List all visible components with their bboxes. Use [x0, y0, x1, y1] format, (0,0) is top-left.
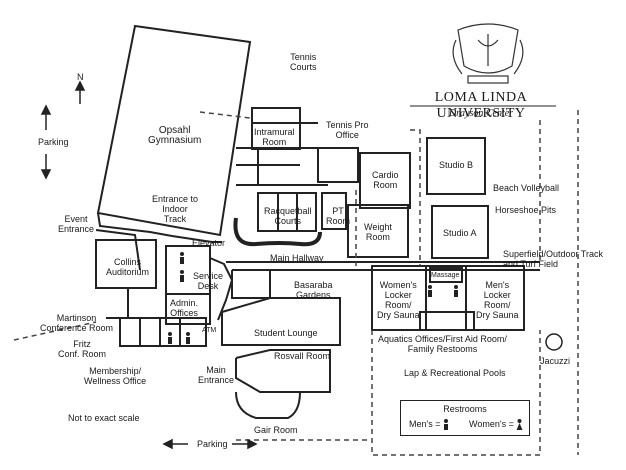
label-womens-locker: Women's Locker Room/ Dry Sauna [377, 280, 420, 320]
label-pt-room: PT Room [326, 206, 351, 226]
label-tennis-courts: Tennis Courts [290, 52, 317, 72]
center-name: Drayson Center [448, 108, 514, 119]
label-gair-room: Gair Room [254, 425, 298, 435]
label-studio-a: Studio A [443, 228, 477, 238]
legend-men: Men's = [409, 419, 449, 431]
label-intramural-room: Intramural Room [254, 127, 295, 147]
label-massage: Massage [431, 272, 460, 279]
label-weight-room: Weight Room [364, 222, 392, 242]
label-lap-pools: Lap & Recreational Pools [404, 368, 506, 378]
gym-lower-wall [97, 212, 222, 243]
jacuzzi-icon [545, 333, 563, 351]
label-student-lounge: Student Lounge [254, 328, 318, 338]
label-beach-volleyball: Beach Volleyball [493, 183, 560, 193]
legend-women-label: Women's = [469, 419, 514, 429]
label-rosvall-room: Rosvall Room [274, 351, 331, 361]
label-collins-auditorium: Collins Auditorium [106, 257, 150, 277]
label-superfield: Superfield/Outdoor Track and Turf Field [503, 249, 604, 269]
label-fritz-conf-room: Fritz Conf. Room [58, 339, 107, 359]
university-seal-icon [452, 23, 524, 84]
label-elevator: Elevator [192, 238, 226, 248]
north-arrow-icon [74, 80, 86, 104]
label-admin-offices: Admin. Offices [170, 298, 199, 318]
label-racquetball-courts: Racquetball Courts [264, 206, 312, 226]
university-name: LOMA LINDA UNIVERSITY [434, 90, 528, 121]
label-martinson-conference-room: Martinson Conference Room [40, 313, 114, 333]
label-jacuzzi: Jacuzzi [540, 356, 571, 366]
label-basaraba-gardens: Basaraba Gardens [294, 280, 333, 300]
legend-title: Restrooms [443, 404, 487, 414]
main-hallway-wave [233, 217, 322, 247]
label-parking-bottom: Parking [197, 439, 228, 449]
label-cardio-room: Cardio Room [372, 170, 399, 190]
label-tennis-pro-office: Tennis Pro Office [326, 120, 369, 140]
legend-men-label: Men's = [409, 419, 441, 429]
label-atm: ATM [202, 327, 217, 334]
label-event-entrance: Event Entrance [58, 214, 95, 234]
label-service-desk: Service Desk [193, 271, 224, 291]
restroom-women-icon [516, 419, 523, 431]
label-opsahl-gymnasium: Opsahl Gymnasium [148, 125, 202, 146]
restroom-men-icon [444, 419, 448, 431]
label-main-entrance: Main Entrance [198, 365, 235, 385]
opsahl-gymnasium-outline [96, 24, 252, 237]
label-not-to-scale: Not to exact scale [68, 413, 140, 423]
legend-women: Women's = [469, 419, 523, 431]
label-studio-b: Studio B [439, 160, 474, 170]
label-aquatics-offices: Aquatics Offices/First Aid Room/ Family … [378, 334, 507, 354]
label-entrance-indoor-track: Entrance to Indoor Track [152, 194, 199, 224]
label-parking-left: Parking [38, 137, 69, 147]
label-horseshoe-pits: Horseshoe Pits [495, 205, 557, 215]
label-mens-locker: Men's Locker Room/ Dry Sauna [476, 280, 519, 320]
label-membership-wellness: Membership/ Wellness Office [84, 366, 147, 386]
restroom-men-icon [168, 252, 458, 344]
parking-arrow-icon [40, 104, 52, 180]
label-north: N [77, 72, 84, 82]
label-main-hallway: Main Hallway [270, 253, 324, 263]
restrooms-legend: Restrooms Men's = Women's = [400, 400, 530, 436]
